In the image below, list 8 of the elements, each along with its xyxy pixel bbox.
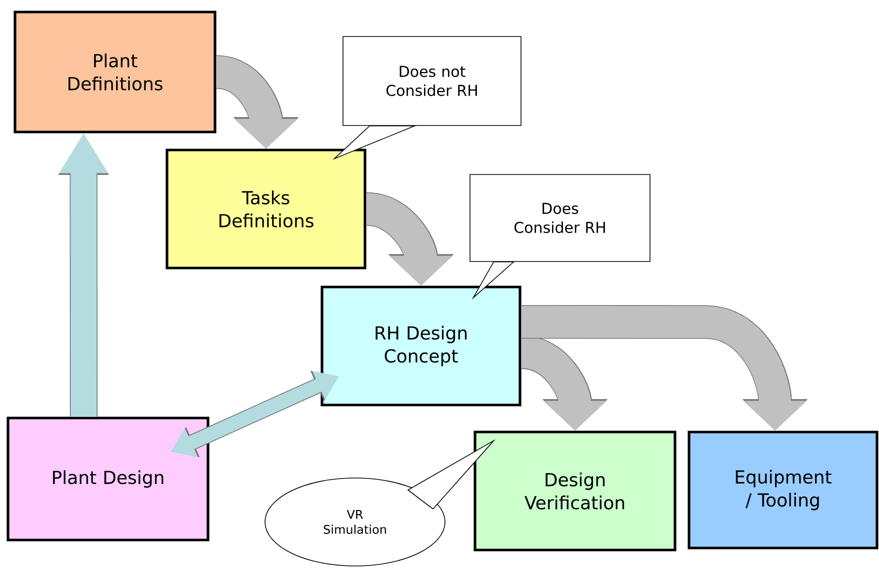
process-box: RH Design Concept: [320, 286, 522, 406]
process-box: Equipment / Tooling: [688, 430, 878, 550]
process-box: Design Verification: [474, 430, 676, 552]
callout-box: Does Consider RH: [470, 174, 650, 262]
process-box: Plant Design: [6, 416, 210, 542]
process-box: Plant Definitions: [14, 10, 216, 134]
callout-bubble: VR Simulation: [264, 478, 446, 566]
process-box: Tasks Definitions: [166, 148, 366, 270]
